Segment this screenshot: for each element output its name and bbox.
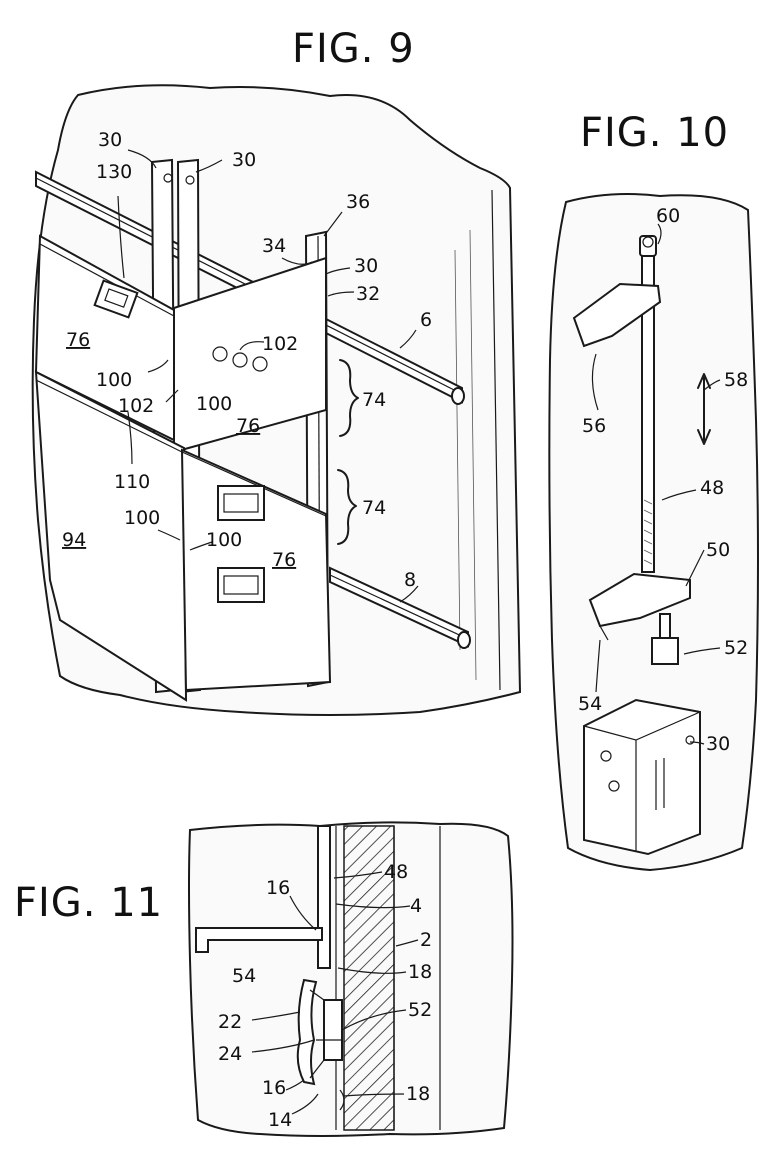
fig11-label-18b: 18 — [406, 1083, 430, 1105]
fig11-label-18a: 18 — [408, 961, 432, 983]
fig9-label-76b: 76 — [236, 415, 260, 437]
fig11-label-54: 54 — [232, 965, 256, 987]
fig9-label-102b: 102 — [118, 395, 154, 417]
fig9-label-110: 110 — [114, 471, 150, 493]
fig10-label-54: 54 — [578, 693, 602, 715]
fig10-block — [651, 637, 679, 665]
fig10-label-58: 58 — [724, 369, 748, 391]
fig11-channel-profile — [296, 978, 345, 1111]
fig9-label-74a: 74 — [362, 389, 386, 411]
fig9-panel-lower-left — [34, 370, 188, 702]
fig9-label-36: 36 — [346, 191, 370, 213]
fig10-title: FIG. 10 — [580, 110, 729, 156]
fig9-label-30a: 30 — [98, 129, 122, 151]
fig9-label-8: 8 — [404, 569, 416, 591]
fig10-label-56: 56 — [582, 415, 606, 437]
fig9-label-74b: 74 — [362, 497, 386, 519]
fig9-cutouts — [93, 279, 268, 603]
fig9-label-102a: 102 — [262, 333, 298, 355]
fig9-label-76a: 76 — [66, 329, 90, 351]
fig9-label-100b: 100 — [196, 393, 232, 415]
fig9-brace-74-upper — [339, 359, 359, 437]
fig10-motion-arrow — [697, 373, 711, 445]
fig9-leaders — [117, 149, 419, 603]
fig9-rail-lower — [329, 566, 471, 649]
fig11-label-4: 4 — [410, 895, 422, 917]
fig9-label-100a: 100 — [96, 369, 132, 391]
fig10-label-30: 30 — [706, 733, 730, 755]
fig9-label-130: 130 — [96, 161, 132, 183]
fig11-clamp-arm — [195, 927, 323, 953]
fig11-label-48: 48 — [384, 861, 408, 883]
fig9-label-76c: 76 — [272, 549, 296, 571]
fig11-label-52: 52 — [408, 999, 432, 1021]
fig10-label-60: 60 — [656, 205, 680, 227]
fig10-rod — [639, 235, 657, 573]
fig10-label-52: 52 — [724, 637, 748, 659]
fig9-label-100c: 100 — [124, 507, 160, 529]
fig11-label-2: 2 — [420, 929, 432, 951]
fig10: FIG. 10 — [548, 110, 759, 872]
fig9-panel-upper-center — [173, 256, 327, 454]
fig11-label-16a: 16 — [266, 877, 290, 899]
fig10-label-50: 50 — [706, 539, 730, 561]
fig9-label-94: 94 — [62, 529, 86, 551]
fig9-title: FIG. 9 — [292, 26, 415, 72]
fig10-leaders — [591, 223, 721, 745]
fig11-label-16b: 16 — [262, 1077, 286, 1099]
fig10-bracket — [583, 698, 701, 856]
fig9-label-6: 6 — [420, 309, 432, 331]
fig11-label-24: 24 — [218, 1043, 242, 1065]
fig9-label-100d: 100 — [206, 529, 242, 551]
fig10-label-48: 48 — [700, 477, 724, 499]
fig11-title: FIG. 11 — [14, 880, 163, 926]
fig11-leaders — [251, 871, 419, 1115]
fig9: FIG. 9 — [31, 26, 522, 716]
fig9-label-30b: 30 — [232, 149, 256, 171]
fig9-label-34: 34 — [262, 235, 286, 257]
fig9-label-30c: 30 — [354, 255, 378, 277]
fig9-joint-line — [35, 379, 327, 517]
fig11: FIG. 11 1 — [14, 821, 514, 1137]
fig9-brace-74-lower — [337, 469, 357, 545]
fig11-rod — [317, 825, 331, 969]
fig9-label-32: 32 — [356, 283, 380, 305]
fig11-label-22: 22 — [218, 1011, 242, 1033]
fig9-wall-edge — [491, 189, 501, 691]
fig11-label-14: 14 — [268, 1109, 292, 1131]
